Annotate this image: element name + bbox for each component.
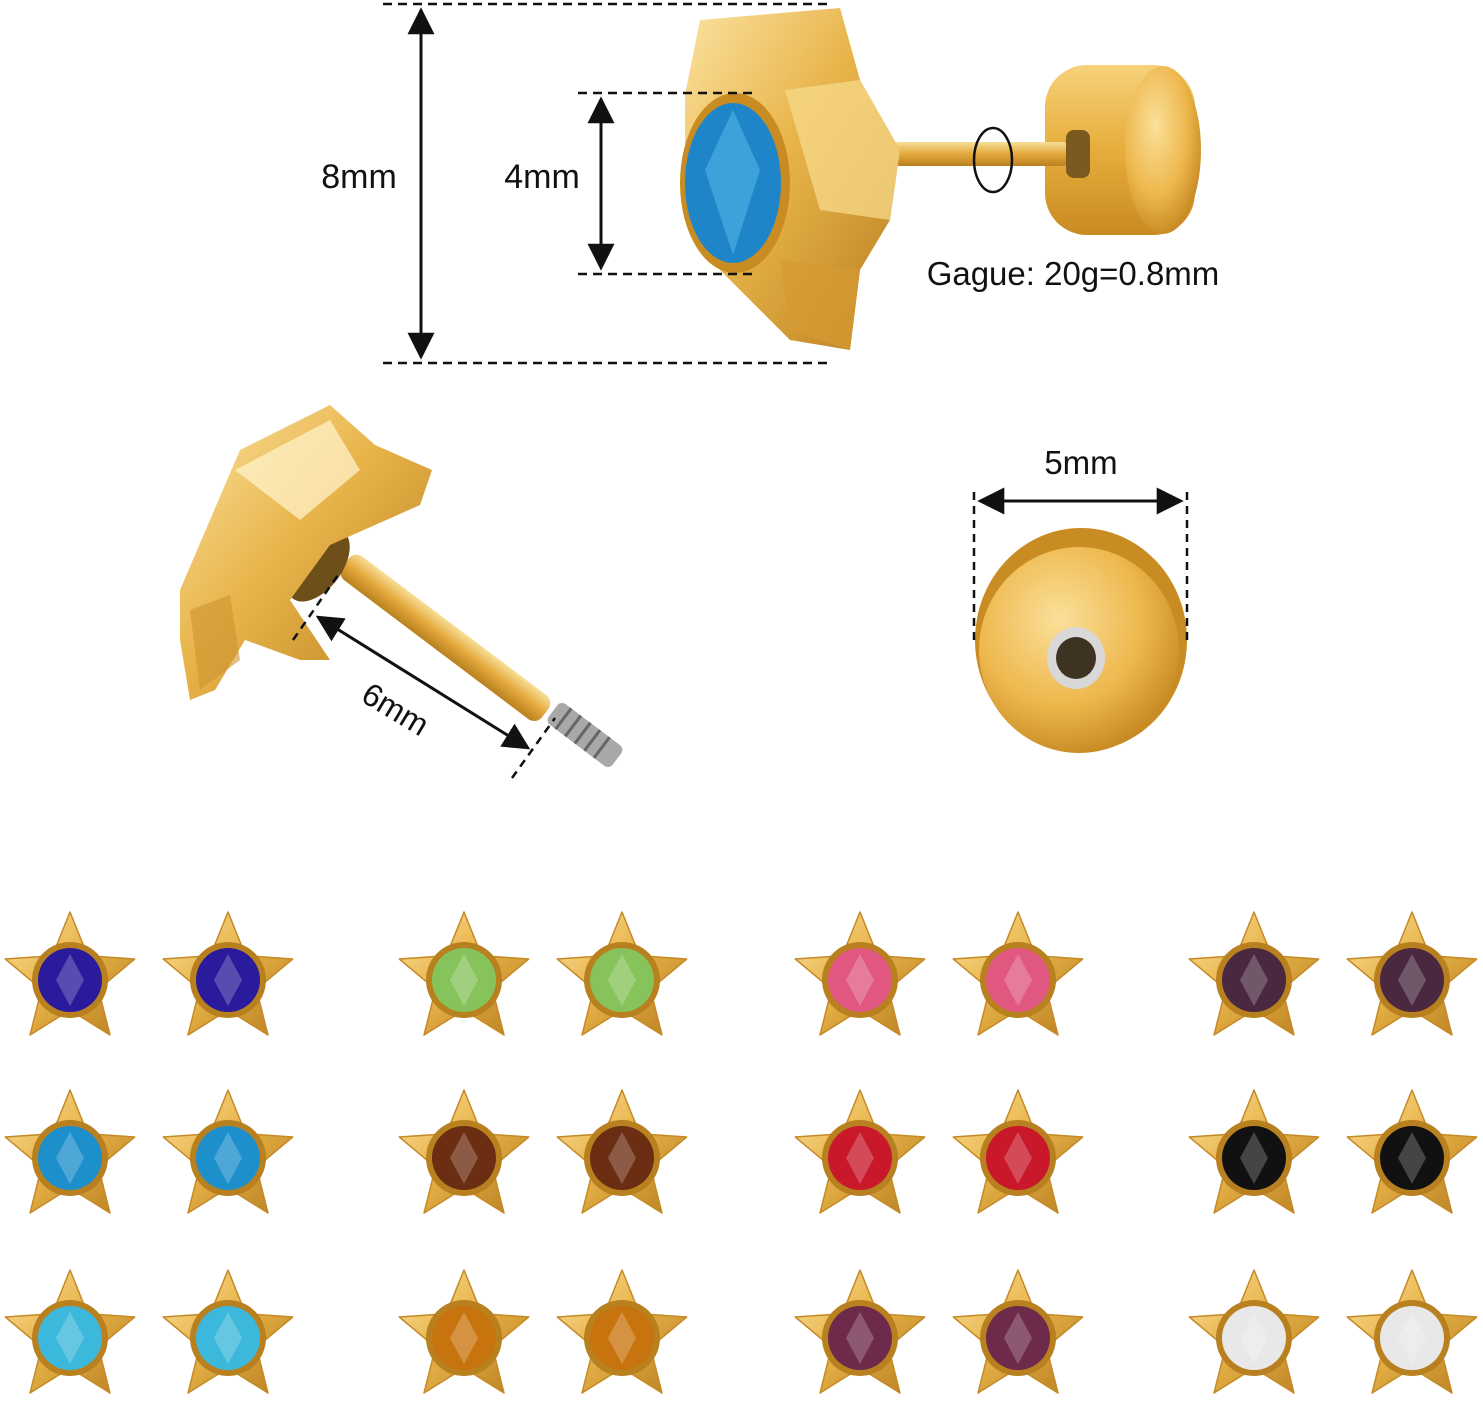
gem	[432, 948, 496, 1012]
gem	[590, 948, 654, 1012]
gauge-ring-marker	[972, 126, 1014, 194]
gem-facet	[1240, 1132, 1268, 1184]
gem	[1222, 1306, 1286, 1370]
star-stud	[398, 1269, 530, 1394]
gem	[828, 948, 892, 1012]
star-stud	[162, 1269, 294, 1394]
star-stud	[952, 1089, 1084, 1214]
post-length-label: 6mm	[356, 675, 435, 742]
gem-facet	[608, 954, 636, 1006]
gem	[1222, 948, 1286, 1012]
star-stud	[1346, 911, 1478, 1036]
star-stud	[1346, 1269, 1478, 1394]
star-stud	[162, 911, 294, 1036]
gem-facet	[450, 954, 478, 1006]
gem	[1380, 1306, 1444, 1370]
gem	[828, 1306, 892, 1370]
gem-facet	[1240, 1312, 1268, 1364]
back-width-label: 5mm	[1044, 444, 1117, 481]
gem-facet	[214, 954, 242, 1006]
gem-facet	[1398, 1132, 1426, 1184]
gem-facet	[1398, 1312, 1426, 1364]
star-stud	[794, 1269, 926, 1394]
gem-label: 4mm	[504, 158, 580, 196]
star-stud	[398, 1089, 530, 1214]
gem-facet	[214, 1312, 242, 1364]
gem	[38, 1306, 102, 1370]
back-disc-front-view	[975, 528, 1187, 753]
gem	[432, 1126, 496, 1190]
gem-facet	[56, 1132, 84, 1184]
star-stud	[1188, 1089, 1320, 1214]
gem	[590, 1306, 654, 1370]
gem	[986, 1306, 1050, 1370]
gem-facet	[56, 1312, 84, 1364]
star-stud	[794, 1089, 926, 1214]
gauge-label: Gague: 20g=0.8mm	[927, 255, 1220, 292]
gem-facet	[214, 1132, 242, 1184]
gem-facet	[1004, 1312, 1032, 1364]
star-stud	[1188, 911, 1320, 1036]
star-stud	[556, 911, 688, 1036]
gem	[986, 1126, 1050, 1190]
gem	[828, 1126, 892, 1190]
color-variants-grid	[4, 911, 1478, 1394]
star-stud	[162, 1089, 294, 1214]
gem-facet	[56, 954, 84, 1006]
height-label: 8mm	[321, 158, 397, 196]
star-stud	[556, 1089, 688, 1214]
gem	[1222, 1126, 1286, 1190]
gem	[1380, 948, 1444, 1012]
gem-facet	[450, 1312, 478, 1364]
gem	[432, 1306, 496, 1370]
star-stud	[4, 1089, 136, 1214]
gem-facet	[608, 1132, 636, 1184]
star-stud	[4, 911, 136, 1036]
back-width-dimension: 5mm	[972, 444, 1189, 645]
star-stud	[1188, 1269, 1320, 1394]
star-stud	[4, 1269, 136, 1394]
gem-facet	[608, 1312, 636, 1364]
star-stud	[398, 911, 530, 1036]
gem-facet	[846, 1132, 874, 1184]
height-dimension: 8mm	[321, 2, 828, 365]
gem-facet	[846, 954, 874, 1006]
star-stud	[794, 911, 926, 1036]
gem-facet	[450, 1132, 478, 1184]
gem-dimension: 4mm	[504, 91, 753, 276]
gem-facet	[1004, 954, 1032, 1006]
gem	[38, 1126, 102, 1190]
gem	[196, 948, 260, 1012]
gem	[1380, 1126, 1444, 1190]
gem	[196, 1306, 260, 1370]
gem	[38, 948, 102, 1012]
gem	[986, 948, 1050, 1012]
star-stud	[1346, 1089, 1478, 1214]
gem-facet	[1240, 954, 1268, 1006]
star-stud	[952, 911, 1084, 1036]
gem	[590, 1126, 654, 1190]
star-stud	[952, 1269, 1084, 1394]
gem-facet	[1398, 954, 1426, 1006]
gem-facet	[1004, 1132, 1032, 1184]
star-stud	[556, 1269, 688, 1394]
feature-earring-side-view	[680, 8, 1201, 350]
gem	[196, 1126, 260, 1190]
gem-facet	[846, 1312, 874, 1364]
